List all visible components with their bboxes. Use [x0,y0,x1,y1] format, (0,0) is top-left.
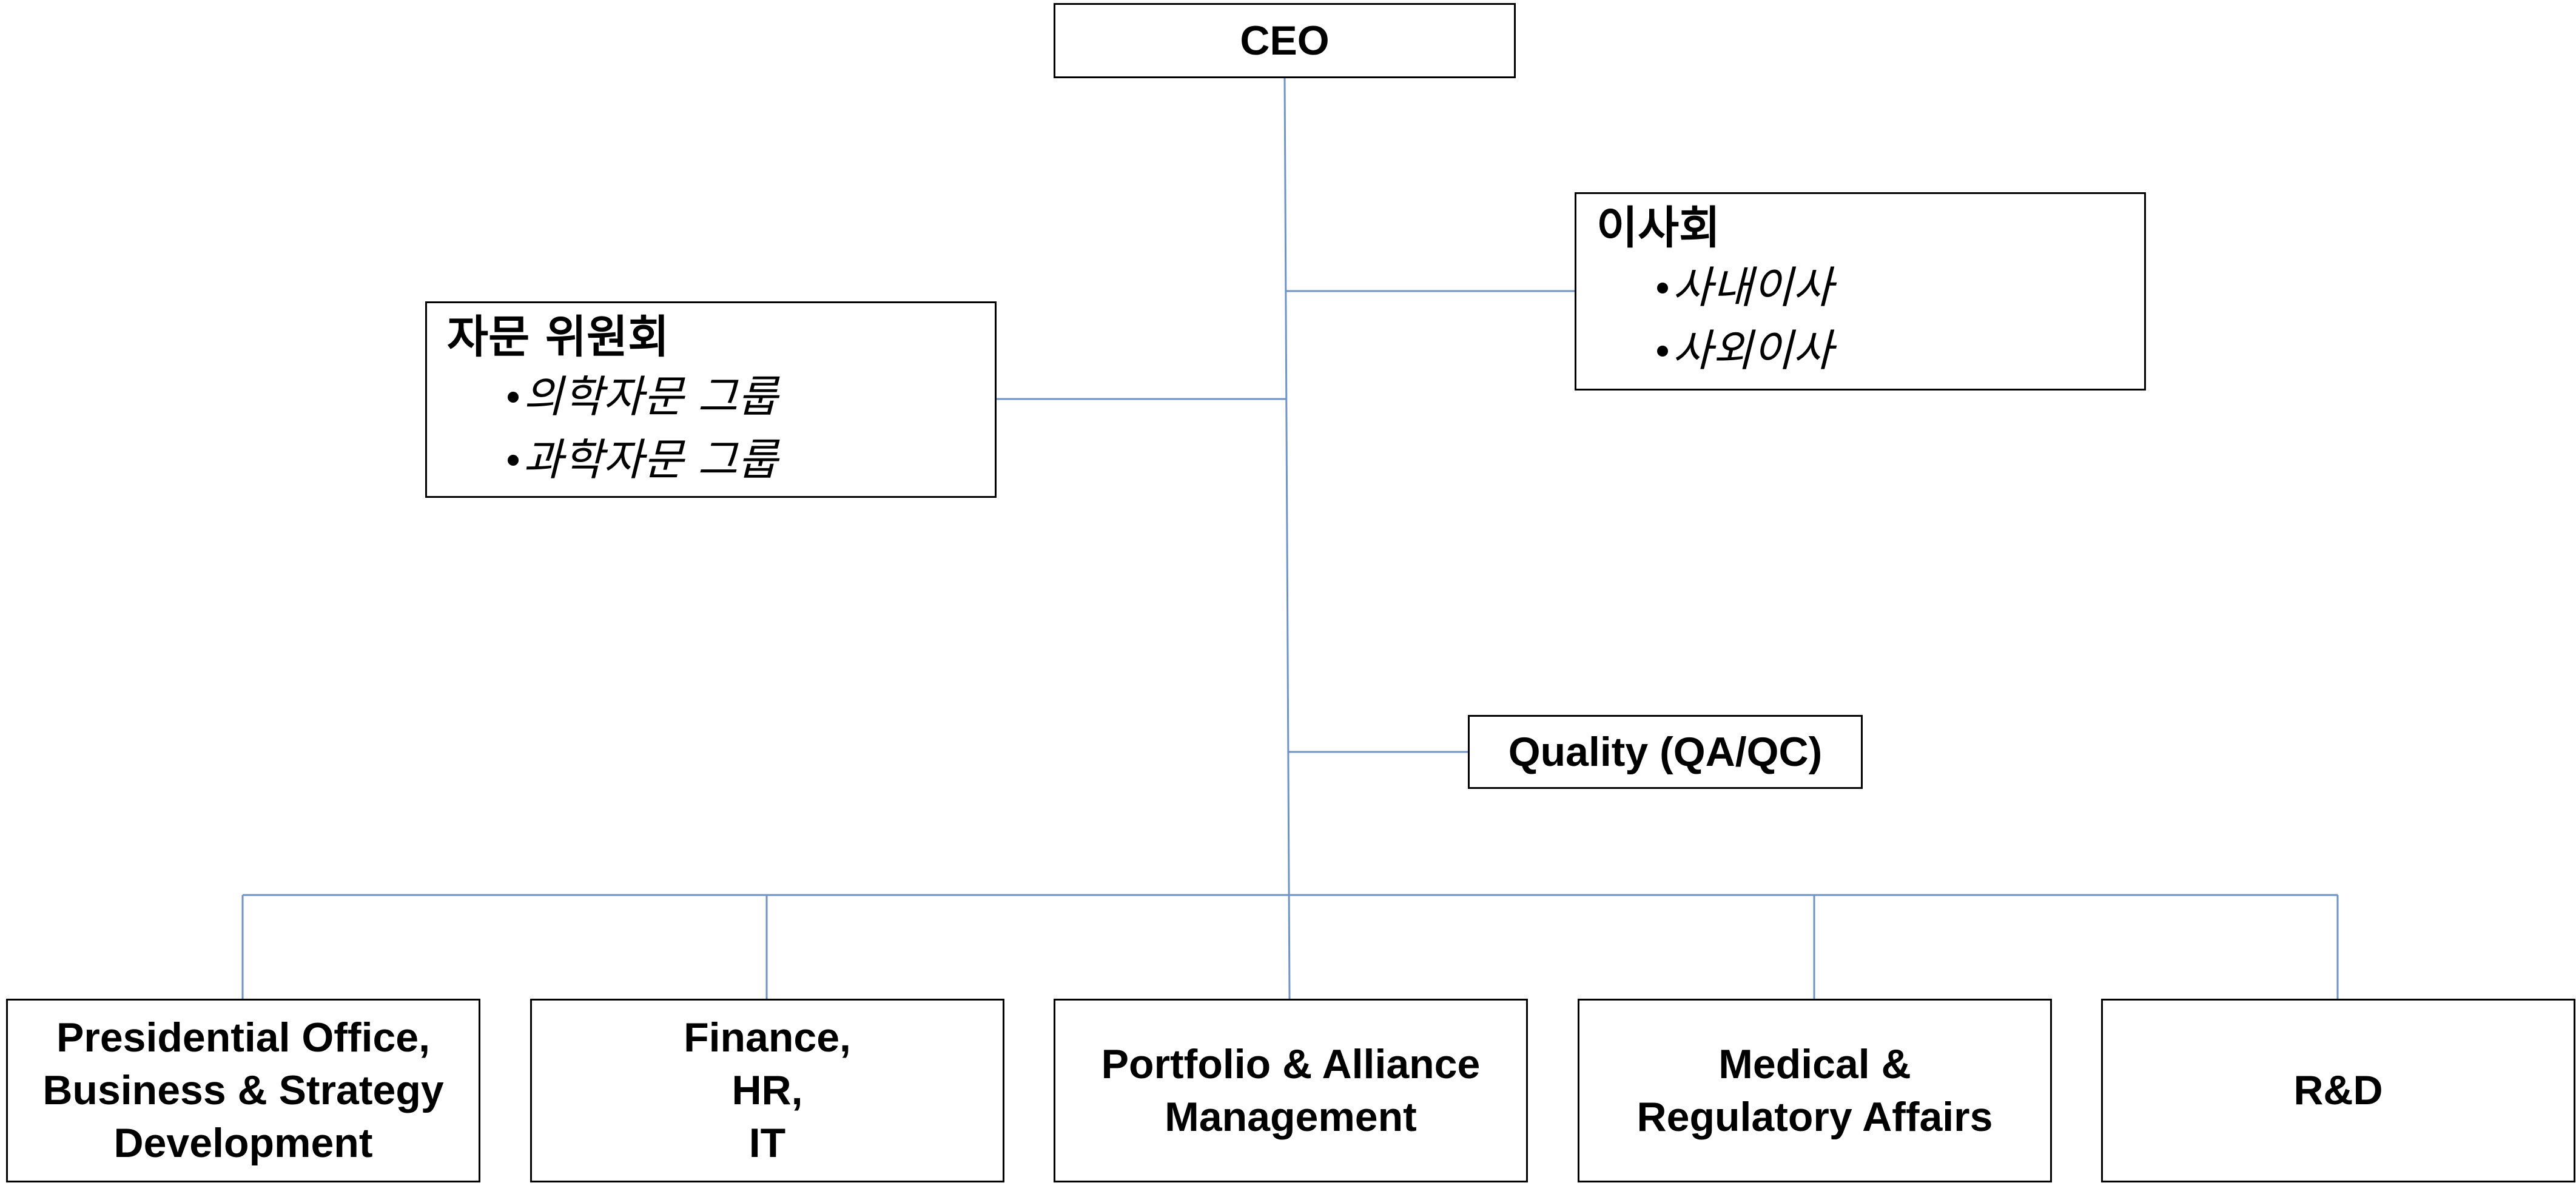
board-member-item: 사내이사 [1596,256,2144,319]
department-label-line: Finance, [684,1014,851,1061]
department-label: Presidential Office, Business & Strategy… [42,1011,443,1170]
quality-label: Quality (QA/QC) [1508,729,1823,775]
advisory-title: 자문 위원회 [447,311,670,363]
department-label-line: HR, [731,1067,803,1113]
ceo-trunk-line [1283,78,1291,999]
department-label: Medical & Regulatory Affairs [1637,1038,1993,1144]
advisory-committee-box: 자문 위원회 의학자문 그룹 과학자문 그룹 [425,301,997,498]
board-title: 이사회 [1596,202,1721,254]
bullet-icon [508,392,519,403]
advisory-group-label: 의학자문 그룹 [523,371,778,422]
board-of-directors-box: 이사회 사내이사 사외이사 [1575,192,2146,391]
advisory-group-item: 과학자문 그룹 [447,428,995,491]
board-member-label: 사내이사 [1672,262,1833,313]
board-member-label: 사외이사 [1672,325,1833,376]
quality-box: Quality (QA/QC) [1468,715,1863,789]
department-label-line: Presidential Office, [56,1014,430,1061]
department-box-portfolio-alliance: Portfolio & Alliance Management [1054,999,1528,1182]
department-box-medical-regulatory: Medical & Regulatory Affairs [1578,999,2052,1182]
department-label-line: R&D [2293,1067,2383,1113]
advisory-group-item: 의학자문 그룹 [447,365,995,428]
department-label-line: Business & Strategy [42,1067,444,1113]
department-label-line: Portfolio & Alliance [1101,1041,1481,1087]
department-label-line: Development [113,1120,373,1166]
department-label: Finance, HR, IT [684,1011,851,1170]
department-box-presidential-office: Presidential Office, Business & Strategy… [6,999,480,1182]
department-box-finance-hr-it: Finance, HR, IT [530,999,1004,1182]
bullet-icon [508,455,519,466]
board-member-list: 사내이사 사외이사 [1596,256,2144,382]
bullet-icon [1657,346,1668,357]
advisory-group-list: 의학자문 그룹 과학자문 그룹 [447,365,995,491]
department-label-line: Management [1165,1093,1417,1140]
department-label-line: IT [748,1120,786,1166]
department-label: R&D [2293,1064,2383,1117]
department-box-rnd: R&D [2101,999,2575,1182]
department-label: Portfolio & Alliance Management [1101,1038,1481,1144]
department-label-line: Medical & [1718,1041,1911,1087]
advisory-group-label: 과학자문 그룹 [523,434,778,485]
department-label-line: Regulatory Affairs [1636,1093,1993,1140]
ceo-label: CEO [1240,18,1330,64]
ceo-box: CEO [1054,3,1516,78]
board-member-item: 사외이사 [1596,319,2144,382]
bullet-icon [1657,283,1668,293]
